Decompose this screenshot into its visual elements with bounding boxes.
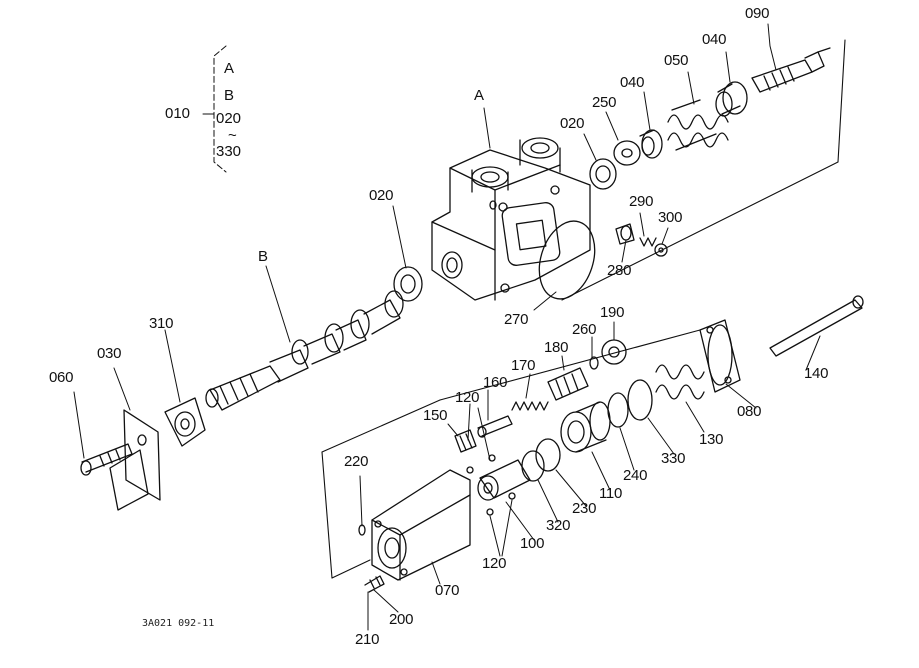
part-label-110: 110 bbox=[599, 485, 623, 502]
part-label-020: 020 bbox=[369, 187, 394, 204]
part-070-housing bbox=[371, 469, 471, 581]
part-020-seal-lower bbox=[393, 266, 423, 302]
part-label-b: B bbox=[258, 248, 268, 265]
assembly-key-entry: A bbox=[224, 60, 235, 77]
part-label-050: 050 bbox=[664, 52, 689, 69]
part-label-220: 220 bbox=[344, 453, 369, 470]
part-250-washer bbox=[613, 140, 641, 166]
part-label-240: 240 bbox=[623, 467, 648, 484]
part-label-270: 270 bbox=[504, 311, 529, 328]
assembly-key-entry: ~ bbox=[228, 127, 237, 144]
part-label-030: 030 bbox=[97, 345, 122, 362]
part-050-spring bbox=[667, 99, 729, 151]
part-120-balls bbox=[466, 454, 516, 516]
part-040-seat bbox=[639, 129, 663, 159]
assembly-key-bracket bbox=[202, 45, 227, 173]
part-label-a: A bbox=[474, 87, 484, 104]
part-label-130: 130 bbox=[699, 431, 724, 448]
part-label-090: 090 bbox=[745, 5, 770, 22]
part-130-spring bbox=[655, 364, 705, 400]
part-110-sleeve bbox=[560, 401, 611, 453]
part-label-040: 040 bbox=[620, 74, 645, 91]
part-040-cap bbox=[715, 81, 748, 117]
part-label-300: 300 bbox=[658, 209, 683, 226]
assembly-key-entry: 330 bbox=[216, 143, 242, 160]
leader-lines bbox=[73, 23, 821, 631]
part-330-ring bbox=[627, 379, 653, 421]
part-label-070: 070 bbox=[435, 582, 460, 599]
part-label-080: 080 bbox=[737, 403, 762, 420]
part-label-280: 280 bbox=[607, 262, 632, 279]
part-150-plug bbox=[454, 429, 477, 453]
part-160-pin bbox=[477, 415, 513, 438]
part-090-fitting bbox=[751, 47, 831, 93]
part-label-330: 330 bbox=[661, 450, 686, 467]
part-label-250: 250 bbox=[592, 94, 617, 111]
part-310-flange bbox=[164, 397, 206, 447]
part-label-180: 180 bbox=[544, 339, 569, 356]
part-060-bolt bbox=[80, 443, 133, 476]
spool-b bbox=[205, 290, 404, 411]
part-label-230: 230 bbox=[572, 500, 597, 517]
assembly-key-entry: 020 bbox=[216, 110, 242, 127]
part-label-260: 260 bbox=[572, 321, 597, 338]
part-140-tie-rod bbox=[769, 295, 864, 357]
assembly-key-main: 010 bbox=[165, 105, 191, 122]
part-170-spring bbox=[511, 401, 549, 411]
part-080-cover bbox=[699, 319, 741, 393]
part-label-190: 190 bbox=[600, 304, 625, 321]
part-label-150: 150 bbox=[423, 407, 448, 424]
part-100-spool bbox=[477, 459, 531, 501]
part-label-310: 310 bbox=[149, 315, 174, 332]
part-label-040: 040 bbox=[702, 31, 727, 48]
part-label-120: 120 bbox=[455, 389, 480, 406]
part-label-060: 060 bbox=[49, 369, 74, 386]
part-label-320: 320 bbox=[546, 517, 571, 534]
drawing-code: 3A021 092-11 bbox=[142, 618, 215, 629]
part-240-ring bbox=[607, 392, 629, 428]
part-label-160: 160 bbox=[483, 374, 508, 391]
part-label-120: 120 bbox=[482, 555, 507, 572]
parts-200-210-220 bbox=[358, 524, 385, 593]
part-label-100: 100 bbox=[520, 535, 545, 552]
part-label-290: 290 bbox=[629, 193, 654, 210]
valve-body-a bbox=[431, 137, 591, 301]
parts-230-320 bbox=[521, 438, 561, 482]
part-label-200: 200 bbox=[389, 611, 414, 628]
part-label-020: 020 bbox=[560, 115, 585, 132]
frame-lines bbox=[321, 39, 846, 579]
part-label-210: 210 bbox=[355, 631, 380, 648]
part-020-seal bbox=[589, 158, 617, 190]
part-label-170: 170 bbox=[511, 357, 536, 374]
assembly-key-entry: B bbox=[224, 87, 235, 104]
part-label-140: 140 bbox=[804, 365, 829, 382]
part-270-oring bbox=[538, 220, 596, 300]
